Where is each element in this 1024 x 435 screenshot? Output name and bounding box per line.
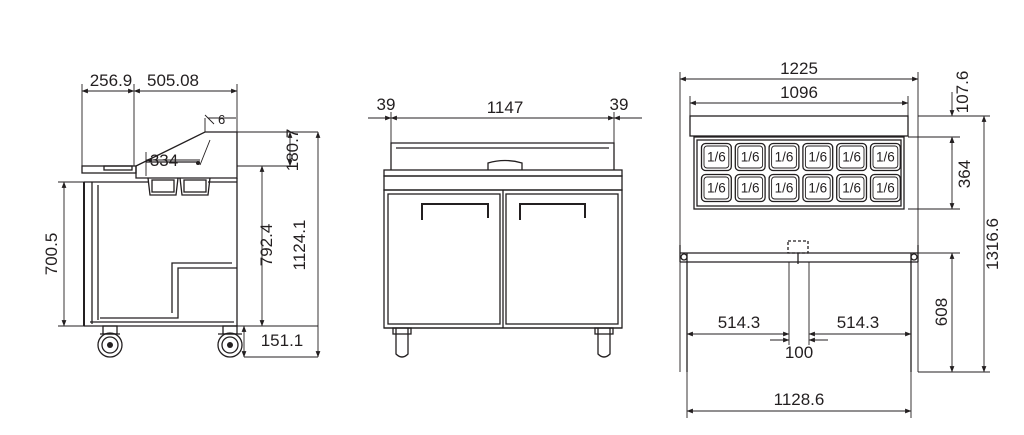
pan-label: 1/6	[741, 181, 760, 196]
caster-back	[217, 325, 243, 358]
drain	[787, 240, 809, 254]
dim-body-height: 700.5	[42, 233, 61, 276]
pan-slot-inner	[838, 145, 865, 169]
hood-strip	[689, 115, 909, 137]
pan-slot	[869, 173, 901, 203]
dim-front-inner-width: 1147	[487, 98, 524, 117]
pan-slot	[836, 173, 868, 203]
pan-slot	[768, 142, 800, 172]
pan-label: 1/6	[842, 181, 861, 196]
pan-label: 1/6	[808, 150, 827, 165]
dim-left-half: 514.3	[718, 313, 761, 332]
caster-front	[97, 325, 123, 358]
pan-slot	[869, 142, 901, 172]
pan-slot-inner	[737, 176, 764, 200]
pan-slot-inner	[703, 176, 730, 200]
pan-label: 1/6	[775, 181, 794, 196]
pan-label: 1/6	[808, 181, 827, 196]
dim-right-half: 514.3	[837, 313, 880, 332]
dim-center-gap: 100	[785, 343, 813, 362]
pan-slot	[802, 173, 834, 203]
dim-top-strip: 107.6	[953, 71, 972, 114]
worktop	[383, 169, 623, 177]
door-right-handle[interactable]	[519, 203, 586, 220]
pan-slot	[700, 173, 732, 203]
dim-pan-depth: 334	[150, 151, 178, 170]
pan-slot-inner	[804, 176, 831, 200]
corner-bolt-right	[910, 253, 918, 261]
pan-area	[693, 136, 905, 210]
pan-slot	[836, 142, 868, 172]
hood-profile	[135, 131, 238, 179]
pan-slot	[802, 142, 834, 172]
pan-slot	[700, 142, 732, 172]
hood-handle	[487, 159, 523, 170]
pan-slot-inner	[838, 176, 865, 200]
pan-slot-inner	[872, 145, 899, 169]
corner-bolt-left	[680, 253, 688, 261]
pan-label: 1/6	[775, 150, 794, 165]
door-right[interactable]	[505, 193, 619, 325]
pan-label: 1/6	[707, 181, 726, 196]
pan-slot	[734, 173, 766, 203]
dim-front-left-gap: 39	[377, 95, 396, 114]
dim-work-height: 792.4	[257, 224, 276, 267]
pan-slot-inner	[804, 145, 831, 169]
dim-front-right-gap: 39	[610, 95, 629, 114]
pan-slot-inner	[703, 145, 730, 169]
dim-caster-height: 151.1	[261, 331, 304, 350]
pan-slot	[734, 142, 766, 172]
front-view: 39 1147 39	[368, 95, 642, 358]
pan-slot-inner	[771, 145, 797, 169]
pan-slot-inner	[737, 145, 764, 169]
pan-slot	[768, 173, 800, 203]
dim-overall-width: 1225	[780, 59, 818, 78]
leg-left	[395, 328, 409, 358]
pan-label: 1/6	[876, 181, 895, 196]
side-view: 256.9 505.08 6 334	[42, 71, 321, 358]
pan-2	[179, 177, 211, 196]
door-left-handle[interactable]	[421, 203, 489, 220]
hood-front	[390, 142, 615, 170]
dim-cabinet-width: 1128.6	[774, 390, 825, 409]
dim-inner-width: 1096	[780, 83, 818, 102]
leg-right	[597, 328, 611, 358]
pan-label: 1/6	[876, 150, 895, 165]
pan-slot-inner	[771, 176, 797, 200]
pan-grid: 1/6 1/6 1/6 1/6 1/6 1/6 1/6 1/6 1/6 1/6 1/6 1/6	[700, 142, 901, 203]
dim-top-left-depth: 256.9	[90, 71, 133, 90]
pan-label: 1/6	[842, 150, 861, 165]
pan-label: 1/6	[707, 150, 726, 165]
dim-hood-offset: 6	[218, 112, 225, 127]
dim-pan-area-depth: 364	[955, 160, 974, 188]
pan-label: 1/6	[741, 150, 760, 165]
dim-total-height: 1124.1	[290, 220, 309, 271]
compressor-step	[100, 267, 237, 319]
pan-slot-inner	[872, 176, 899, 200]
dim-cabinet-depth: 608	[932, 298, 951, 326]
dim-top-depth: 505.08	[147, 71, 199, 90]
dim-pan-height: 180.7	[283, 129, 302, 172]
dim-overall-depth: 1316.6	[983, 218, 1002, 270]
pan-1	[147, 177, 179, 196]
door-left[interactable]	[387, 193, 501, 325]
